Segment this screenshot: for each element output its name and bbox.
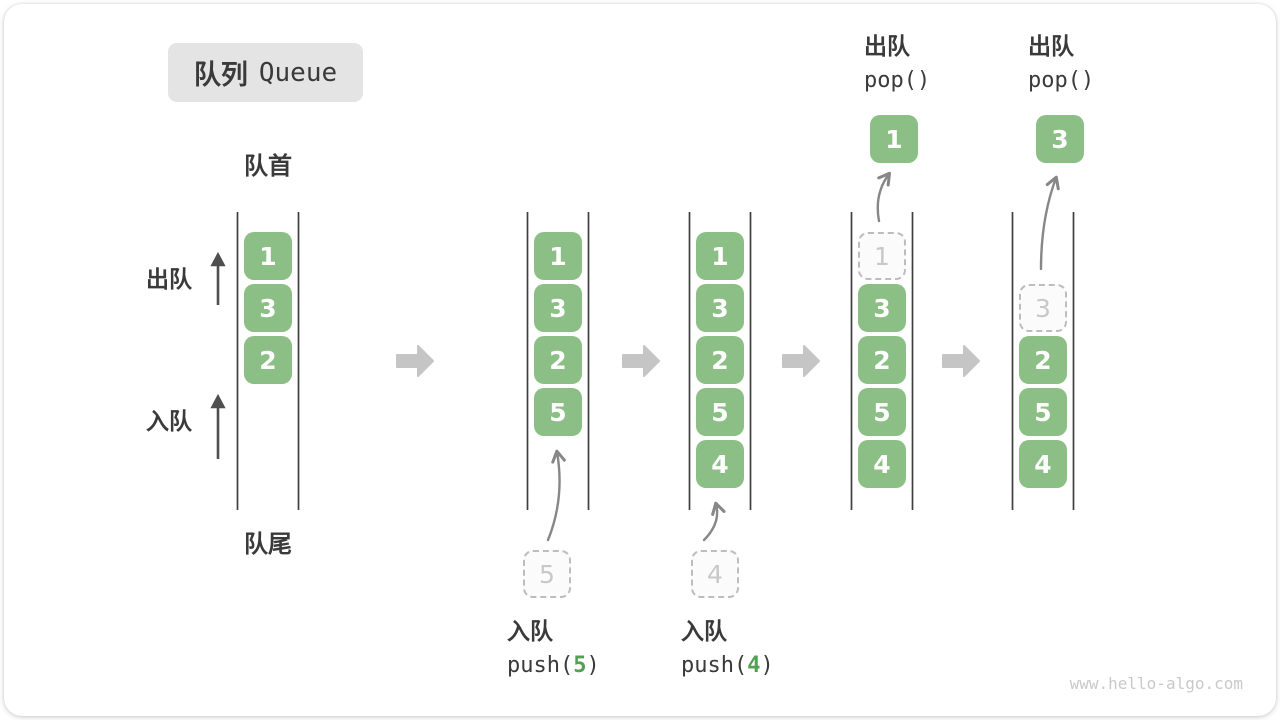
queue-cell: 3 <box>696 284 744 332</box>
title-en: Queue <box>258 57 338 88</box>
dequeue2-op-label: 出队 pop() <box>1028 31 1094 94</box>
queue-cell: 4 <box>696 440 744 488</box>
pop-arrow-icon <box>876 171 892 223</box>
queue-cell: 4 <box>1019 440 1067 488</box>
dequeue-side-label: 出队 <box>146 266 192 292</box>
queue-cell: 2 <box>534 336 582 384</box>
step-arrow-icon <box>942 345 980 377</box>
step-arrow-icon <box>622 345 660 377</box>
step-arrow-icon <box>782 345 820 377</box>
queue-rear-label: 队尾 <box>244 531 292 558</box>
dequeue1-action: 出队 <box>864 33 910 59</box>
queue-cell: 2 <box>1019 336 1067 384</box>
popped-cell: 3 <box>1036 115 1084 163</box>
enqueue4-action: 入队 <box>681 618 727 644</box>
enqueue5-action: 入队 <box>507 618 553 644</box>
queue-front-label: 队首 <box>244 153 292 180</box>
queue-cell: 5 <box>1019 388 1067 436</box>
enqueue4-code: push(4) <box>681 653 774 678</box>
dequeue2-action: 出队 <box>1028 33 1074 59</box>
queue-cell: 5 <box>858 388 906 436</box>
dequeue2-code: pop() <box>1028 68 1095 93</box>
enqueue4-op-label: 入队 push(4) <box>681 616 774 679</box>
queue-cell: 2 <box>244 336 292 384</box>
popped-cell: 1 <box>870 115 918 163</box>
queue-cell: 2 <box>696 336 744 384</box>
push-arrow-icon <box>546 449 566 542</box>
enqueue5-code: push(5) <box>507 653 600 678</box>
queue-wall-lines <box>236 212 1075 510</box>
queue-cell: 1 <box>534 232 582 280</box>
queue-cell: 2 <box>858 336 906 384</box>
dequeue1-op-label: 出队 pop() <box>864 31 930 94</box>
title-box: 队列 Queue <box>168 43 363 102</box>
enqueue-side-label: 入队 <box>146 408 192 434</box>
queue-cell: 5 <box>534 388 582 436</box>
queue-cell: 4 <box>858 440 906 488</box>
queue-cell: 3 <box>858 284 906 332</box>
title-zh: 队列 <box>193 60 248 90</box>
staged-cell: 4 <box>691 550 739 598</box>
queue-cell: 1 <box>244 232 292 280</box>
step-arrow-icon <box>396 345 434 377</box>
queue-cell: 3 <box>534 284 582 332</box>
push-arrow-icon <box>702 501 726 542</box>
ghost-cell: 3 <box>1019 284 1067 332</box>
queue-cell: 5 <box>696 388 744 436</box>
staged-cell: 5 <box>523 550 571 598</box>
queue-cell: 1 <box>696 232 744 280</box>
watermark: www.hello-algo.com <box>1069 674 1243 693</box>
enqueue5-op-label: 入队 push(5) <box>507 616 600 679</box>
ghost-cell: 1 <box>858 232 906 280</box>
queue-cell: 3 <box>244 284 292 332</box>
dequeue1-code: pop() <box>864 68 931 93</box>
pop-arrow-icon <box>1039 175 1060 271</box>
